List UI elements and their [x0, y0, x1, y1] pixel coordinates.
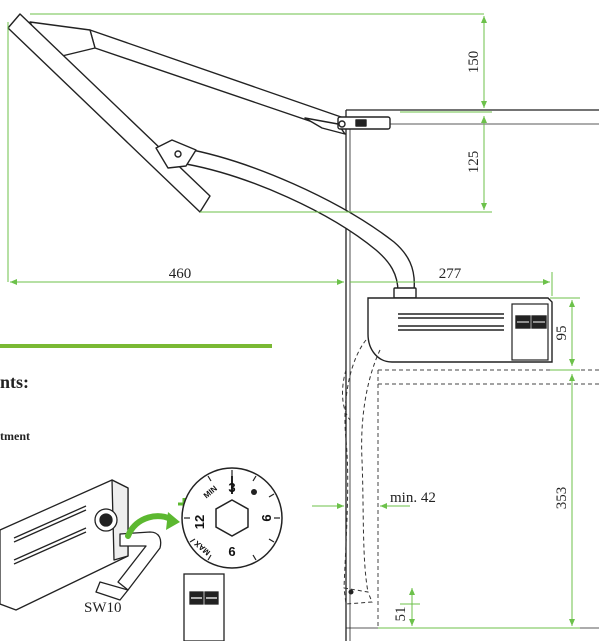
indicator-panel-illustration [183, 573, 225, 641]
dim-150-label: 150 [466, 51, 482, 74]
hex-key-tool [95, 531, 162, 601]
rotation-arrow-icon [125, 498, 190, 539]
cabinet-outline [345, 109, 599, 641]
dim-51-label: 51 [393, 607, 409, 622]
knob-label-top: 3 [228, 480, 235, 495]
arm-closed-position-dashed [342, 339, 381, 605]
lower-lift-arm [155, 139, 417, 299]
section-accent-bar [0, 344, 272, 348]
adjustment-knob-dial [181, 467, 283, 569]
flap-panel [7, 13, 211, 213]
dim-95-label: 95 [554, 326, 570, 341]
dimension-lines [7, 13, 580, 629]
knob-label-right: 9 [259, 514, 274, 521]
knob-label-left: 12 [192, 515, 207, 529]
hinge-pivot-dot [348, 589, 354, 595]
mechanism-housing [367, 297, 553, 363]
dim-353-label: 353 [554, 487, 570, 510]
dim-min42-label: min. 42 [390, 490, 436, 506]
section-heading: nts: [0, 372, 29, 392]
dim-460-label: 460 [169, 266, 192, 282]
knob-label-bottom: 6 [228, 544, 235, 559]
dim-277-label: 277 [439, 266, 462, 282]
section-subheading: tment [0, 429, 30, 443]
dim-125-label: 125 [466, 151, 482, 174]
tool-label: SW10 [84, 600, 122, 616]
